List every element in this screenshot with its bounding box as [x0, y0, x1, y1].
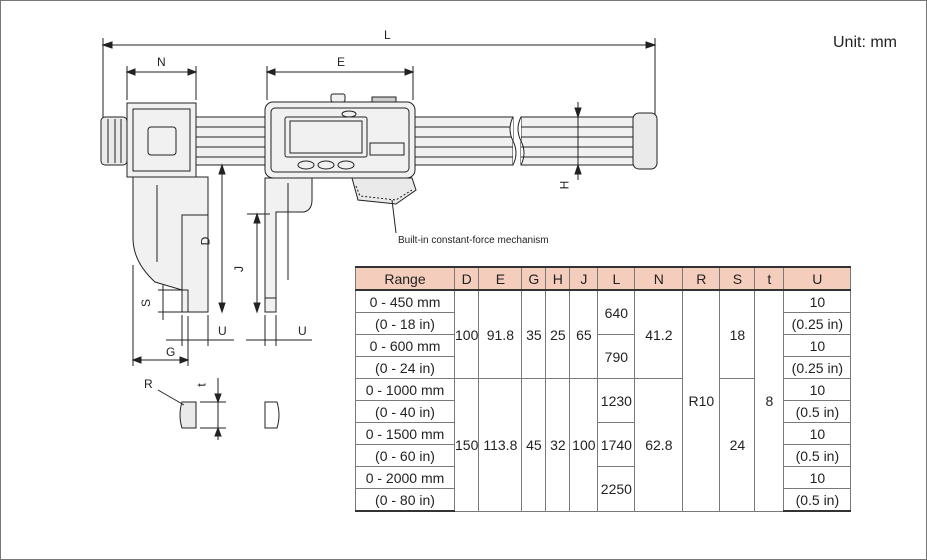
col-header-N: N — [634, 266, 684, 291]
col-header-t: t — [754, 266, 785, 291]
table-row: 0 - 2000 mm 2250 10 — [355, 466, 852, 512]
cell-H: 32 — [545, 378, 571, 512]
table-row: 0 - 600 mm 790 10 — [355, 334, 852, 379]
cell-U: (0.25 in) — [783, 356, 852, 379]
cell-J: 65 — [569, 289, 599, 379]
cell-U: 10 — [783, 289, 852, 313]
spec-table: Range D E G H J L N R S t U 0 - 450 mm 1… — [355, 266, 852, 512]
dimension-line-E — [265, 66, 415, 100]
fixed-jaw — [100, 102, 209, 313]
cell-t: 8 — [754, 289, 785, 512]
cell-U: (0.5 in) — [783, 400, 852, 423]
mechanism-callout: Built-in constant-force mechanism — [398, 235, 549, 246]
dimension-line-D — [210, 163, 262, 314]
dimension-line-N — [125, 66, 198, 100]
col-header-S: S — [719, 266, 756, 291]
dimension-line-U — [166, 315, 312, 346]
dimension-line-J — [247, 212, 270, 314]
dim-label-H: H — [557, 180, 572, 190]
cell-L: 640 — [597, 289, 636, 335]
dimension-line-G — [131, 265, 190, 366]
table-row: (0 - 80 in) (0.5 in) — [355, 488, 852, 512]
table-row: (0 - 18 in) (0.25 in) — [355, 312, 852, 335]
range-cell: (0 - 80 in) — [355, 488, 455, 512]
range-cell: (0 - 18 in) — [355, 312, 455, 335]
cell-U: (0.5 in) — [783, 488, 852, 512]
cell-U: 10 — [783, 466, 852, 489]
dim-label-L: L — [384, 28, 391, 42]
col-header-D: D — [453, 266, 480, 291]
dim-label-D: D — [198, 236, 213, 246]
jaw-tip-cross-section — [157, 378, 280, 440]
moving-jaw — [264, 177, 313, 313]
dim-label-E: E — [337, 55, 346, 69]
col-header-U: U — [783, 266, 852, 291]
range-cell: (0 - 24 in) — [355, 356, 455, 379]
range-cell: 0 - 2000 mm — [355, 466, 455, 489]
dim-label-U-left: U — [218, 324, 227, 338]
cell-U: 10 — [783, 378, 852, 401]
table-header-row: Range D E G H J L N R S t U — [355, 266, 852, 291]
range-cell: 0 - 450 mm — [355, 289, 455, 313]
cell-U: (0.25 in) — [783, 312, 852, 335]
dimension-line-L — [101, 38, 657, 118]
cell-H: 25 — [545, 289, 571, 379]
col-header-J: J — [569, 266, 599, 291]
col-header-R: R — [682, 266, 721, 291]
dim-label-R: R — [144, 377, 153, 391]
main-beam — [194, 112, 658, 170]
range-cell: 0 - 1500 mm — [355, 422, 455, 445]
col-header-range: Range — [355, 266, 455, 291]
cell-S: 24 — [719, 378, 756, 512]
cell-U: (0.5 in) — [783, 444, 852, 467]
dimension-line-S — [158, 285, 182, 320]
unit-label: Unit: mm — [833, 34, 897, 51]
cell-G: 35 — [521, 289, 547, 379]
dim-label-J: J — [232, 266, 246, 272]
cell-N: 62.8 — [634, 378, 684, 512]
dim-label-t: t — [194, 383, 209, 387]
range-cell: 0 - 600 mm — [355, 334, 455, 357]
cell-L: 790 — [597, 334, 636, 379]
dim-label-G: G — [166, 345, 176, 359]
range-cell: (0 - 40 in) — [355, 400, 455, 423]
table-row: 0 - 1000 mm 150 113.8 45 32 100 1230 62.… — [355, 378, 852, 512]
table-row: (0 - 60 in) (0.5 in) — [355, 444, 852, 467]
cell-N: 41.2 — [634, 289, 684, 379]
cell-L: 1740 — [597, 422, 636, 467]
col-header-L: L — [597, 266, 636, 291]
cell-D: 150 — [453, 378, 480, 512]
cell-U: 10 — [783, 422, 852, 445]
range-cell: 0 - 1000 mm — [355, 378, 455, 401]
table-row: 0 - 450 mm 100 91.8 35 25 65 640 41.2 R1… — [355, 289, 852, 512]
table-row: (0 - 24 in) (0.25 in) — [355, 356, 852, 379]
cell-J: 100 — [569, 378, 599, 512]
dim-label-N: N — [157, 55, 166, 69]
col-header-H: H — [545, 266, 571, 291]
col-header-G: G — [521, 266, 547, 291]
cell-U: 10 — [783, 334, 852, 357]
cell-S: 18 — [719, 289, 756, 379]
dimension-line-H — [570, 102, 588, 180]
cell-L: 2250 — [597, 466, 636, 512]
slider-body — [264, 93, 417, 234]
dim-label-U-right: U — [298, 324, 307, 338]
cell-D: 100 — [453, 289, 480, 379]
cell-L: 1230 — [597, 378, 636, 423]
table-row: 0 - 1500 mm 1740 10 — [355, 422, 852, 467]
cell-E: 91.8 — [478, 289, 523, 379]
dim-label-S: S — [139, 298, 154, 308]
cell-G: 45 — [521, 378, 547, 512]
cell-R: R10 — [682, 289, 721, 512]
cell-E: 113.8 — [478, 378, 523, 512]
col-header-E: E — [478, 266, 523, 291]
range-cell: (0 - 60 in) — [355, 444, 455, 467]
